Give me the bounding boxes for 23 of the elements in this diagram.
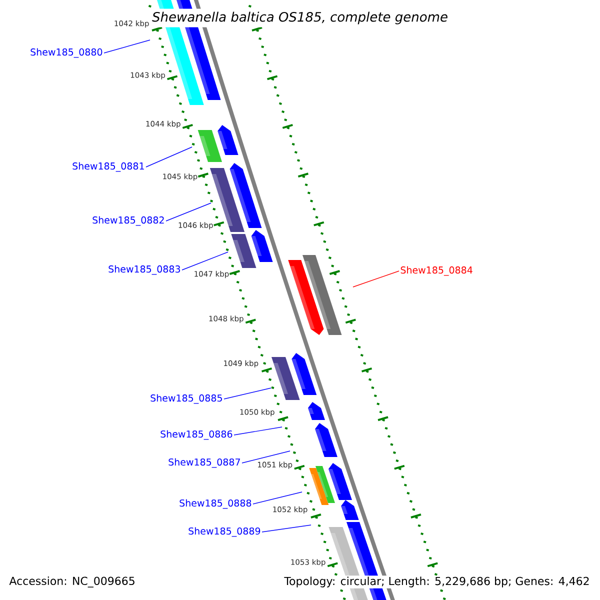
accession-text: Accession: NC_009665 xyxy=(8,576,136,588)
genome-info-text: Topology: circular; Length: 5,229,686 bp; Genes: 4,462 xyxy=(283,576,591,588)
leader-line xyxy=(252,492,302,504)
gene-label: Shew185_0889 xyxy=(188,527,260,537)
gene-label: Shew185_0887 xyxy=(168,458,240,468)
gene-label: Shew185_0880 xyxy=(30,48,102,58)
leader-line xyxy=(262,524,312,532)
leader-line xyxy=(182,252,228,270)
leader-line xyxy=(224,388,272,400)
title: Shewanella baltica OS185, complete genome xyxy=(149,8,451,28)
leader-line xyxy=(234,426,282,436)
leader-line xyxy=(104,40,150,54)
gene-label: Shew185_0882 xyxy=(92,216,164,226)
leader-line xyxy=(146,146,192,168)
leader-line xyxy=(352,270,400,288)
leader-line xyxy=(242,450,290,464)
gene-label: Shew185_0888 xyxy=(180,499,252,509)
leader-line xyxy=(166,202,212,222)
gene-label: Shew185_0884 xyxy=(400,266,472,276)
gene-label: Shew185_0885 xyxy=(150,394,222,404)
gene-label: Shew185_0883 xyxy=(108,265,180,275)
gene-label: Shew185_0881 xyxy=(72,162,144,172)
gene-label: Shew185_0886 xyxy=(160,430,232,440)
